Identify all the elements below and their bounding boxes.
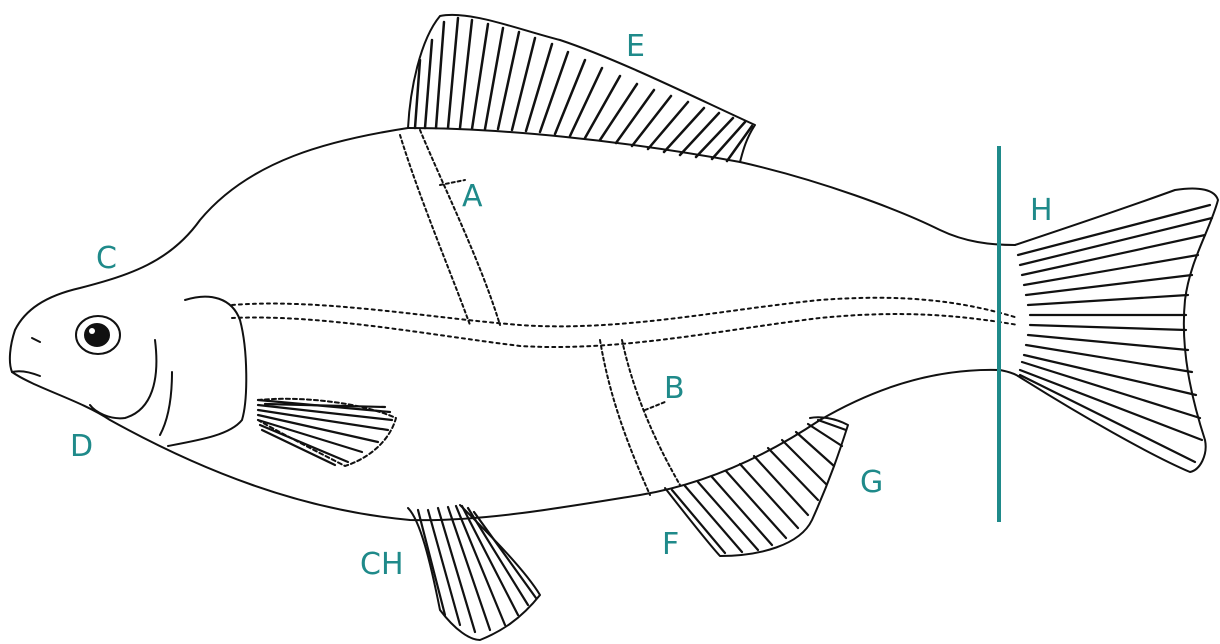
eye	[76, 316, 120, 354]
pectoral-fin	[258, 399, 396, 466]
label-ch: CH	[360, 550, 404, 580]
label-a: A	[462, 182, 483, 212]
label-f: F	[662, 530, 679, 560]
anal-fin	[665, 417, 848, 556]
label-g: G	[860, 468, 883, 498]
scale-row-a	[400, 130, 500, 325]
label-h: H	[1030, 196, 1053, 226]
tail-fin	[1015, 188, 1218, 472]
gill-cover	[168, 297, 246, 446]
label-c: C	[96, 244, 117, 274]
dorsal-fin	[408, 15, 755, 162]
pelvic-fin	[408, 505, 540, 640]
scale-row-b	[600, 340, 680, 495]
label-b: B	[664, 374, 685, 404]
label-d: D	[70, 432, 93, 462]
fish-back-line	[740, 162, 1015, 245]
label-e: E	[626, 32, 645, 62]
lateral-line	[232, 298, 1018, 327]
